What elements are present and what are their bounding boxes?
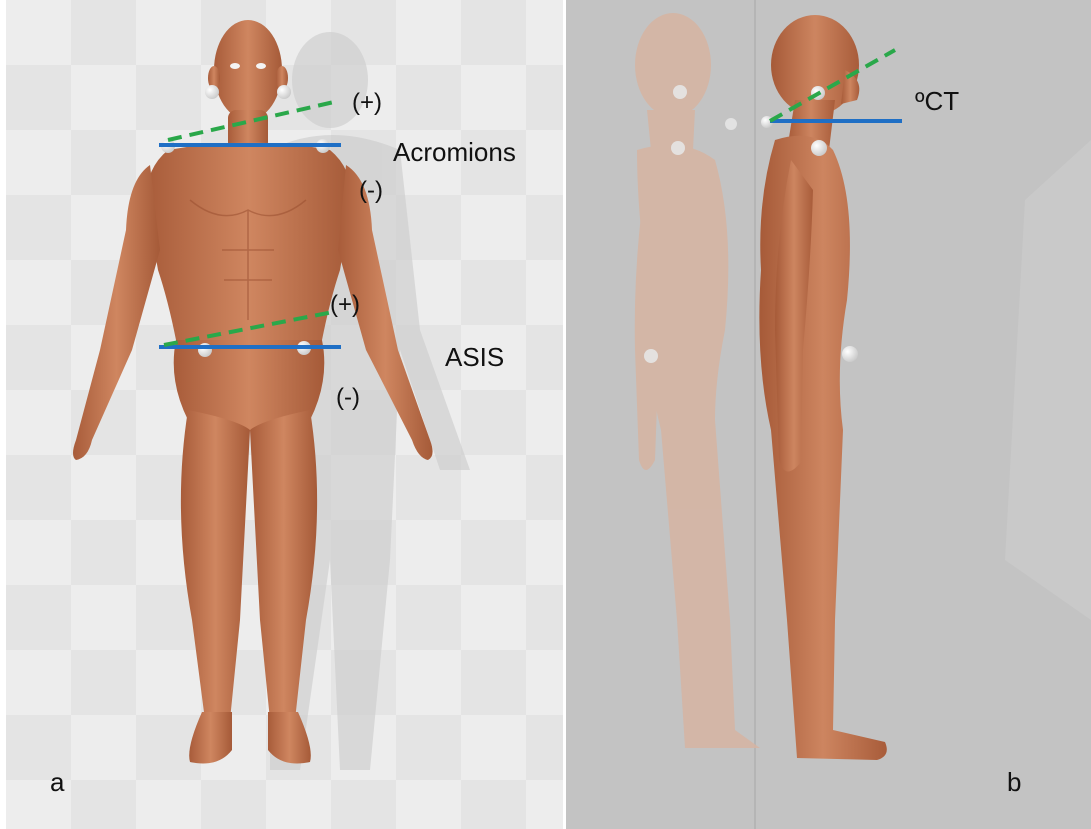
pelvis-minus-label: (-) <box>336 384 360 411</box>
panel-b-svg: ºCT b <box>565 0 1091 829</box>
panel-a-svg: (+) Acromions (-) (+) ASIS (-) a <box>0 0 565 829</box>
panel-b-letter: b <box>1007 767 1021 797</box>
asis-label: ASIS <box>445 342 504 372</box>
shoulder-plus-label: (+) <box>352 89 382 116</box>
panel-separator <box>563 0 566 829</box>
pelvis-plus-label: (+) <box>330 291 360 318</box>
shoulder-minus-label: (-) <box>359 177 383 204</box>
acromions-label: Acromions <box>393 137 516 167</box>
marker-acromion <box>811 140 827 156</box>
panel-a-letter: a <box>50 767 65 797</box>
marker-ear-left <box>205 85 219 99</box>
marker-ear-right <box>277 85 291 99</box>
ct-label: ºCT <box>915 86 959 116</box>
panel-a-frontal-view: (+) Acromions (-) (+) ASIS (-) a <box>0 0 565 829</box>
marker-asis <box>842 346 858 362</box>
panel-b-lateral-view: ºCT b <box>565 0 1091 829</box>
